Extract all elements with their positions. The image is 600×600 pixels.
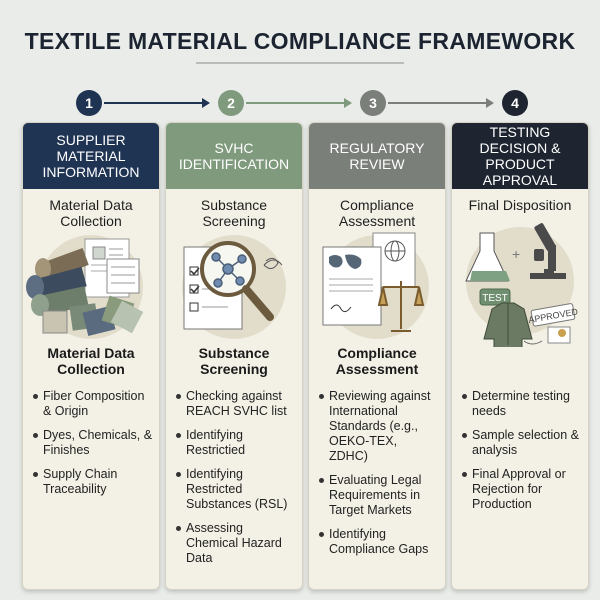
list-item: Identifying Compliance Gaps (317, 527, 439, 557)
list-item: Determine testing needs (460, 389, 582, 419)
page-title: TEXTILE MATERIAL COMPLIANCE FRAMEWORK (24, 28, 576, 54)
column-header: REGULATORY REVIEW (309, 123, 445, 189)
column-label: Substance Screening (198, 345, 270, 377)
column-label: Compliance Assessment (335, 345, 419, 377)
column-supplier-material-information: SUPPLIER MATERIAL INFORMATION Material D… (22, 122, 160, 590)
test-badge-text: TEST (482, 293, 508, 304)
item-list: Reviewing against International Standard… (309, 389, 445, 566)
list-item: Evaluating Legal Requirements in Target … (317, 473, 439, 518)
column-regulatory-review: REGULATORY REVIEW Compliance Assessment … (308, 122, 446, 590)
list-item: Fiber Composition & Origin (31, 389, 153, 419)
world-map-document-icon (322, 232, 416, 326)
list-item: Reviewing against International Standard… (317, 389, 439, 464)
compliance-assessment-illustration (322, 232, 429, 339)
column-subtitle: Final Disposition (468, 197, 572, 213)
list-item: Identifying Restrictied (174, 428, 296, 458)
column-subtitle: Material Data Collection (49, 197, 133, 229)
microscope-icon (530, 223, 566, 279)
step-number-1: 1 (76, 90, 102, 116)
step-flow: 1 2 3 4 (0, 90, 600, 120)
item-list: Fiber Composition & Origin Dyes, Chemica… (23, 389, 159, 506)
certificate-icon (547, 326, 571, 344)
step-number-2: 2 (218, 90, 244, 116)
column-header: SUPPLIER MATERIAL INFORMATION (23, 123, 159, 189)
svg-text:+: + (512, 246, 520, 262)
column-header: SVHC IDENTIFICATION (166, 123, 302, 189)
material-data-illustration (26, 235, 144, 339)
step-number-3: 3 (360, 90, 386, 116)
data-sheet-icon (84, 238, 140, 298)
fiber-swirl-icon (263, 257, 283, 269)
item-list: Checking against REACH SVHC list Identif… (166, 389, 302, 575)
arrow-icon (104, 98, 210, 108)
column-svhc-identification: SVHC IDENTIFICATION Substance Screening (165, 122, 303, 590)
final-disposition-illustration: + TEST APPROVED (465, 223, 579, 347)
list-item: Sample selection & analysis (460, 428, 582, 458)
substance-screening-illustration (182, 235, 286, 339)
approved-stamp: APPROVED (528, 303, 579, 327)
list-item: Final Approval or Rejection for Producti… (460, 467, 582, 512)
list-item: Identifying Restricted Substances (RSL) (174, 467, 296, 512)
scales-of-justice-icon (377, 281, 425, 332)
arrow-icon (246, 98, 352, 108)
column-label: Material Data Collection (47, 345, 135, 377)
arrow-icon (388, 98, 494, 108)
list-item: Dyes, Chemicals, & Finishes (31, 428, 153, 458)
step-number-4: 4 (502, 90, 528, 116)
column-testing-decision: TESTING DECISION & PRODUCT APPROVAL Fina… (451, 122, 589, 590)
list-item: Assessing Chemical Hazard Data (174, 521, 296, 566)
item-list: Determine testing needs Sample selection… (452, 389, 588, 521)
test-badge: TEST (479, 288, 511, 306)
title-divider (196, 62, 404, 64)
flask-icon (465, 232, 510, 282)
fabric-swatches-icon (42, 295, 144, 337)
list-item: Supply Chain Traceability (31, 467, 153, 497)
globe-icon (384, 240, 406, 262)
curved-arrow-icon (523, 340, 543, 345)
column-subtitle: Compliance Assessment (338, 197, 416, 229)
column-subtitle: Substance Screening (200, 197, 268, 229)
molecule-icon (211, 252, 247, 288)
garment-icon (483, 302, 533, 347)
column-header: TESTING DECISION & PRODUCT APPROVAL (452, 123, 588, 189)
list-item: Checking against REACH SVHC list (174, 389, 296, 419)
